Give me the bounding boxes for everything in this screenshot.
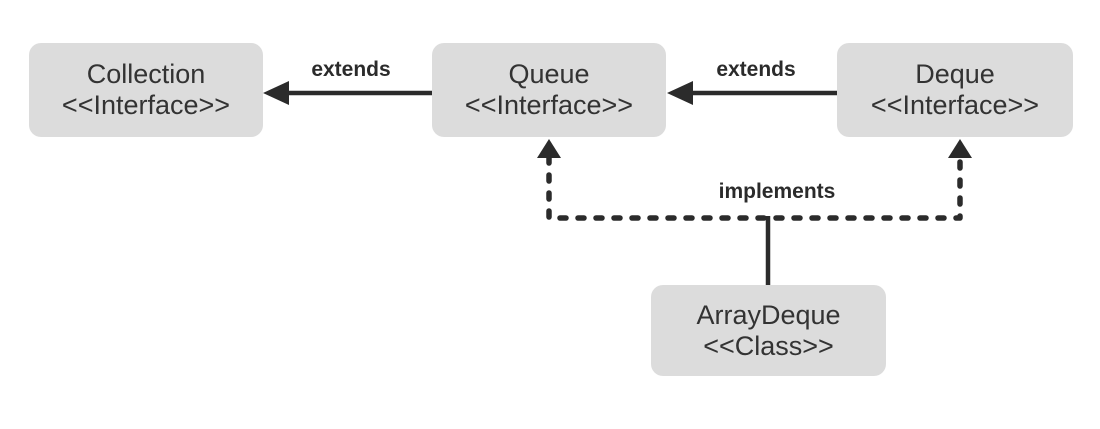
node-queue-stereotype: <<Interface>>: [464, 90, 634, 120]
node-collection-title: Collection: [86, 59, 206, 89]
edge-label-implements: implements: [718, 180, 836, 203]
node-arraydeque: ArrayDeque <<Class>>: [651, 285, 886, 376]
node-collection: Collection <<Interface>>: [29, 43, 263, 137]
arrowhead-left-icon: [263, 81, 289, 105]
arrowhead-up-icon: [948, 139, 972, 158]
node-deque-stereotype: <<Interface>>: [870, 90, 1040, 120]
edge-label-extends-deque-queue: extends: [716, 58, 796, 81]
arrowhead-up-icon: [537, 139, 561, 158]
node-arraydeque-stereotype: <<Class>>: [703, 330, 834, 361]
node-collection-stereotype: <<Interface>>: [61, 90, 231, 120]
implements-connector: [537, 139, 972, 285]
node-arraydeque-title: ArrayDeque: [696, 299, 841, 330]
arrowhead-left-icon: [667, 81, 693, 105]
node-deque-title: Deque: [915, 59, 995, 89]
edge-label-extends-queue-collection: extends: [311, 58, 391, 81]
extends-arrow-queue-to-collection: [263, 81, 432, 105]
node-deque: Deque <<Interface>>: [837, 43, 1073, 137]
node-queue: Queue <<Interface>>: [432, 43, 666, 137]
extends-arrow-deque-to-queue: [667, 81, 837, 105]
node-queue-title: Queue: [508, 59, 590, 89]
